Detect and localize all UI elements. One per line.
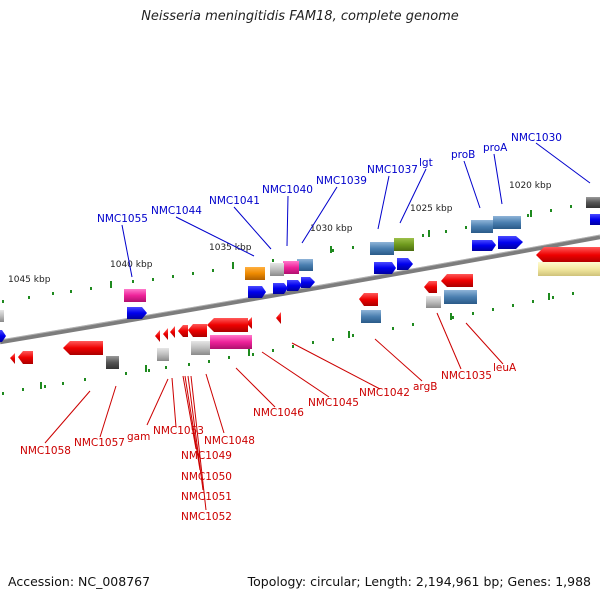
gene-arrow [18,351,33,364]
gene-arrow [301,277,315,288]
gene-arrow [246,317,252,329]
gene-label-nmc1058[interactable]: NMC1058 [20,445,71,457]
forward-leader-lines [121,142,591,278]
gene-box [270,263,284,276]
scale-label-1045: 1045 kbp [8,275,51,285]
gene-label-lgt[interactable]: lgt [419,157,433,169]
gene-label-nmc1055[interactable]: NMC1055 [97,213,148,225]
gene-label-argb[interactable]: argB [413,381,437,393]
gene-arrow [163,328,168,340]
gene-label-nmc1042[interactable]: NMC1042 [359,387,410,399]
gene-box [370,242,394,255]
gene-label-nmc1048[interactable]: NMC1048 [204,435,255,447]
reverse-genes-upper [10,247,600,364]
gene-arrow [472,240,496,251]
scale-label-1035: 1035 kbp [209,243,252,253]
gene-label-nmc1037[interactable]: NMC1037 [367,164,418,176]
gene-label-nmc1040[interactable]: NMC1040 [262,184,313,196]
gene-box [471,220,493,233]
map-title: Neisseria meningitidis FAM18, complete g… [141,9,459,24]
gene-box [426,296,441,308]
gene-label-proa[interactable]: proA [483,142,508,154]
gene-arrow [441,274,473,287]
gene-box [361,310,381,323]
gene-arrow [248,286,266,298]
gene-box [444,290,477,304]
reverse-tick-row [2,292,574,395]
gene-label-nmc1050[interactable]: NMC1050 [181,471,232,483]
gene-arrow [63,341,103,355]
gene-label-nmc1041[interactable]: NMC1041 [209,195,260,207]
scale-label-1025: 1025 kbp [410,204,453,214]
reverse-genes-lower [0,262,600,369]
gene-arrow [397,258,413,270]
gene-box [191,341,210,355]
genome-backbone-highlight [0,234,600,341]
gene-label-nmc1046[interactable]: NMC1046 [253,407,304,419]
gene-box [0,310,4,322]
gene-box [245,267,265,280]
gene-arrow [536,247,600,263]
gene-arrow [359,293,378,306]
gene-arrow [178,325,188,337]
gene-box [394,238,414,251]
gene-label-nmc1051[interactable]: NMC1051 [181,491,232,503]
gene-arrow [155,330,160,342]
accession-text: Accession: NC_008767 [8,574,151,589]
gene-box [493,216,521,229]
scale-label-1020: 1020 kbp [509,181,552,191]
gene-label-nmc1053[interactable]: NMC1053 [153,425,204,437]
gene-arrow [276,312,281,324]
gene-label-leua[interactable]: leuA [493,362,517,374]
gene-arrow [127,307,147,319]
gene-arrow [207,318,248,332]
scale-label-1040: 1040 kbp [110,260,153,270]
gene-box [538,262,600,276]
gene-label-nmc1045[interactable]: NMC1045 [308,397,359,409]
gene-arrow [170,326,175,338]
gene-arrow [273,283,288,294]
gene-arrow [590,214,600,225]
gene-box [124,289,146,302]
gene-arrow [10,353,15,364]
gene-box [586,197,600,208]
gene-arrow [188,324,207,337]
gene-label-nmc1057[interactable]: NMC1057 [74,437,125,449]
genome-backbone [0,234,600,345]
forward-genes-upper [124,197,600,302]
reverse-leader-lines [44,312,504,511]
gene-arrow [0,330,6,342]
gene-label-nmc1030[interactable]: NMC1030 [511,132,562,144]
gene-arrow [374,262,396,274]
gene-arrow [424,281,437,293]
gene-label-nmc1044[interactable]: NMC1044 [151,205,202,217]
gene-arrow [498,236,523,249]
genome-summary-text: Topology: circular; Length: 2,194,961 bp… [247,574,591,589]
gene-box [297,259,313,271]
gene-arrow [287,280,302,291]
gene-label-nmc1052[interactable]: NMC1052 [181,511,232,523]
gene-box [106,356,119,369]
gene-box [157,348,169,361]
gene-box [210,335,252,349]
gene-label-gam[interactable]: gam [127,431,150,443]
scale-label-1030: 1030 kbp [310,224,353,234]
gene-label-nmc1049[interactable]: NMC1049 [181,450,232,462]
gene-label-nmc1035[interactable]: NMC1035 [441,370,492,382]
gene-label-nmc1039[interactable]: NMC1039 [316,175,367,187]
gene-box [283,261,299,274]
gene-label-prob[interactable]: proB [451,149,475,161]
forward-genes-lower [0,214,600,342]
forward-tick-row [2,205,572,303]
